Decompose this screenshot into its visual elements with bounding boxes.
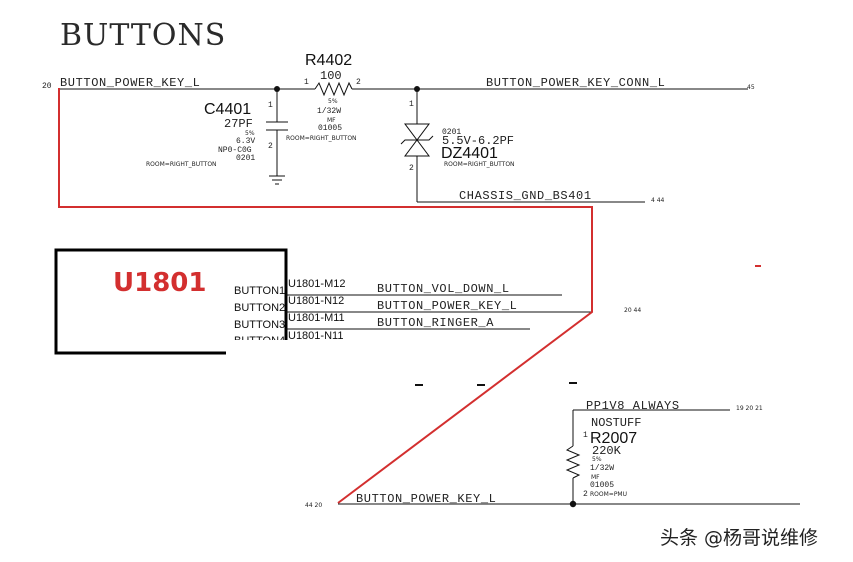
- c4401-refdes: C4401: [204, 101, 251, 118]
- watermark: 头条 @杨哥说维修: [660, 527, 818, 549]
- r4402-mf: MF: [327, 117, 336, 124]
- r4402-refdes: R4402: [305, 52, 352, 69]
- r4402-power: 1/32W: [317, 107, 341, 116]
- net-label-ringer: BUTTON_RINGER_A: [377, 316, 494, 330]
- r2007-tolerance: 5%: [592, 456, 602, 463]
- offpage-ref-conn: 45: [747, 84, 755, 91]
- offpage-ref-pp1v8: 19 20 21: [736, 405, 763, 412]
- offpage-ref-mid: 20 44: [624, 307, 641, 314]
- r2007-power: 1/32W: [590, 464, 614, 473]
- c4401-value: 27PF: [224, 117, 253, 131]
- dz4401-value: 5.5V-6.2PF: [442, 134, 514, 148]
- dz4401-refdes: DZ4401: [441, 145, 498, 162]
- net-label-power-key-l: BUTTON_POWER_KEY_L: [60, 76, 200, 90]
- r4402-pin2: 2: [356, 78, 361, 87]
- c4401-voltage: 6.3V: [236, 137, 255, 146]
- highlighted-signal-trace: [58, 88, 593, 504]
- u1801-pin-name: BUTTON2: [234, 302, 285, 314]
- dz4401-diode-lower: [404, 139, 430, 157]
- dz4401-pin1: 1: [409, 100, 414, 109]
- u1801-pin-name: BUTTON1: [234, 285, 285, 297]
- r2007-value: 220K: [592, 444, 622, 458]
- r4402-package: 01005: [318, 124, 342, 133]
- u1801-ball: U1801-M12: [288, 278, 345, 290]
- net-label-power-key-mid: BUTTON_POWER_KEY_L: [377, 299, 517, 313]
- dz4401-diode-upper: [404, 123, 430, 141]
- net-label-vol-down: BUTTON_VOL_DOWN_L: [377, 282, 510, 296]
- u1801-ball: U1801-M11: [288, 312, 345, 324]
- r2007-package: 01005: [590, 481, 614, 490]
- u1801-pin-name: BUTTON3: [234, 319, 285, 331]
- section-title: BUTTONS: [60, 18, 226, 53]
- r2007-mf: MF: [591, 474, 600, 481]
- c4401-pin2: 2: [268, 142, 273, 151]
- net-label-power-key-conn-l: BUTTON_POWER_KEY_CONN_L: [486, 76, 665, 90]
- u1801-ball: U1801-N11: [288, 330, 343, 342]
- r4402-value: 100: [320, 69, 342, 83]
- dz4401-bar: [400, 135, 434, 145]
- r2007-room: ROOM=PMU: [590, 491, 627, 498]
- r4402-room: ROOM=RIGHT_BUTTON: [286, 135, 357, 142]
- net-label-power-key-bottom: BUTTON_POWER_KEY_L: [356, 492, 496, 506]
- c4401-package: 0201: [236, 154, 255, 163]
- offpage-ref-chassis: 4 44: [651, 197, 665, 204]
- offpage-ref-power-key-l: 20: [42, 82, 52, 91]
- net-label-pp1v8: PP1V8_ALWAYS: [586, 399, 680, 413]
- r4402-resistor-symbol: [314, 81, 353, 97]
- dz4401-pin2: 2: [409, 164, 414, 173]
- c4401-pin1: 1: [268, 101, 273, 110]
- net-label-chassis-gnd: CHASSIS_GND_BS401: [459, 189, 592, 203]
- dz4401-package: 0201: [442, 128, 461, 137]
- r2007-refdes: R2007: [590, 430, 637, 447]
- u1801-ic-box: [54, 248, 288, 355]
- c4401-tolerance: 5%: [245, 130, 255, 137]
- c4401-dielectric: NP0-C0G: [218, 146, 252, 155]
- r2007-resistor-symbol: [565, 445, 581, 479]
- junction-dot: [569, 500, 577, 508]
- r2007-nostuff: NOSTUFF: [591, 416, 641, 430]
- r4402-tolerance: 5%: [328, 98, 338, 105]
- dz4401-room: ROOM=RIGHT_BUTTON: [444, 161, 515, 168]
- u1801-label: U1801: [113, 268, 206, 298]
- r4402-pin1: 1: [304, 78, 309, 87]
- u1801-ball: U1801-N12: [288, 295, 344, 307]
- r2007-pin2: 2: [583, 490, 588, 499]
- crop-mask: [226, 340, 556, 380]
- r2007-pin1: 1: [583, 431, 588, 440]
- offpage-ref-bottom: 44 20: [305, 502, 322, 509]
- c4401-room: ROOM=RIGHT_BUTTON: [146, 161, 217, 168]
